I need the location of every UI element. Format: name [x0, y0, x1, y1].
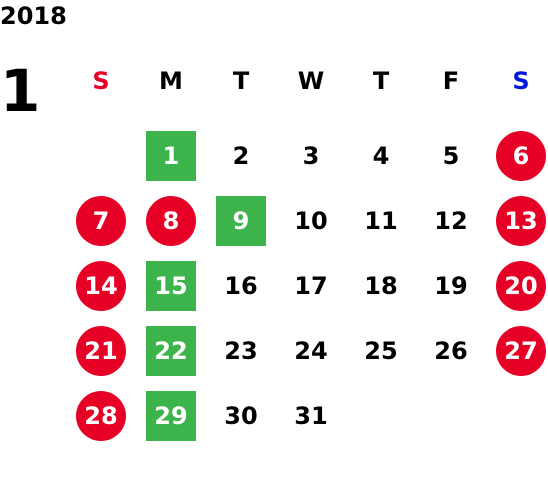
calendar-cell: 19 — [416, 253, 486, 318]
calendar-day[interactable]: 17 — [294, 271, 328, 300]
calendar-month: 1 — [0, 57, 41, 125]
calendar-cell: 18 — [346, 253, 416, 318]
calendar-day[interactable]: 1 — [146, 130, 196, 181]
calendar-day[interactable]: 8 — [146, 195, 196, 246]
weekday-header-wednesday: W — [297, 66, 325, 95]
calendar-day-empty — [426, 391, 476, 441]
calendar-day[interactable]: 27 — [496, 325, 546, 376]
calendar-cell: 4 — [346, 123, 416, 188]
calendar-cell: 24 — [276, 318, 346, 383]
calendar-cell: 3 — [276, 123, 346, 188]
calendar-day[interactable]: 7 — [76, 195, 126, 246]
calendar-cell: 12 — [416, 188, 486, 253]
calendar-day[interactable]: 24 — [294, 336, 328, 365]
calendar-cell: 16 — [206, 253, 276, 318]
calendar-day[interactable]: 9 — [216, 195, 266, 246]
calendar-cell — [346, 383, 416, 448]
calendar-day[interactable]: 20 — [496, 260, 546, 311]
calendar-day[interactable]: 31 — [294, 401, 328, 430]
calendar-cell: 17 — [276, 253, 346, 318]
calendar-cell: 2 — [206, 123, 276, 188]
calendar-day[interactable]: 29 — [146, 390, 196, 441]
calendar-day[interactable]: 4 — [372, 141, 390, 170]
calendar-cell: 13 — [486, 188, 548, 253]
calendar-day[interactable]: 21 — [76, 325, 126, 376]
calendar-cell: 21 — [66, 318, 136, 383]
calendar-cell: 20 — [486, 253, 548, 318]
calendar-day[interactable]: 26 — [434, 336, 468, 365]
calendar-day[interactable]: 2 — [232, 141, 250, 170]
calendar-day[interactable]: 15 — [146, 260, 196, 311]
calendar-cell: 1 — [136, 123, 206, 188]
calendar-day[interactable]: 23 — [224, 336, 258, 365]
calendar-cell: 6 — [486, 123, 548, 188]
calendar-day[interactable]: 12 — [434, 206, 468, 235]
calendar-cell: 27 — [486, 318, 548, 383]
calendar-cell: 30 — [206, 383, 276, 448]
weekday-header-saturday: S — [512, 66, 530, 95]
calendar-day-empty — [76, 131, 126, 181]
calendar-cell — [66, 123, 136, 188]
calendar-cell: 9 — [206, 188, 276, 253]
weekday-header-friday: F — [442, 66, 460, 95]
calendar-cell — [486, 383, 548, 448]
calendar-day[interactable]: 22 — [146, 325, 196, 376]
calendar-day[interactable]: 3 — [302, 141, 320, 170]
calendar-day[interactable]: 11 — [364, 206, 398, 235]
calendar-day[interactable]: 14 — [76, 260, 126, 311]
calendar-day[interactable]: 28 — [76, 390, 126, 441]
calendar-year: 2018 — [0, 2, 67, 30]
calendar-cell: 5 — [416, 123, 486, 188]
calendar-day[interactable]: 16 — [224, 271, 258, 300]
calendar-day[interactable]: 6 — [496, 130, 546, 181]
calendar-day[interactable]: 25 — [364, 336, 398, 365]
calendar-cell — [416, 383, 486, 448]
calendar-day-empty — [496, 391, 546, 441]
calendar-cell: 23 — [206, 318, 276, 383]
calendar-day[interactable]: 5 — [442, 141, 460, 170]
weekday-header-sunday: S — [92, 66, 110, 95]
calendar-cell: 10 — [276, 188, 346, 253]
calendar-day-empty — [356, 391, 406, 441]
calendar-day[interactable]: 10 — [294, 206, 328, 235]
calendar-day[interactable]: 13 — [496, 195, 546, 246]
calendar-cell: 31 — [276, 383, 346, 448]
calendar-cell: 28 — [66, 383, 136, 448]
calendar-cell: 22 — [136, 318, 206, 383]
calendar-cell: 25 — [346, 318, 416, 383]
calendar-day[interactable]: 18 — [364, 271, 398, 300]
calendar-cell: 8 — [136, 188, 206, 253]
calendar-cell: 7 — [66, 188, 136, 253]
calendar-cell: 11 — [346, 188, 416, 253]
calendar-cell: 15 — [136, 253, 206, 318]
weekday-header-tuesday: T — [232, 66, 250, 95]
calendar-cell: 14 — [66, 253, 136, 318]
calendar-cell: 26 — [416, 318, 486, 383]
calendar-cell: 29 — [136, 383, 206, 448]
weekday-header-monday: M — [159, 66, 183, 95]
calendar-day[interactable]: 30 — [224, 401, 258, 430]
calendar-day[interactable]: 19 — [434, 271, 468, 300]
weekday-header-thursday: T — [372, 66, 390, 95]
